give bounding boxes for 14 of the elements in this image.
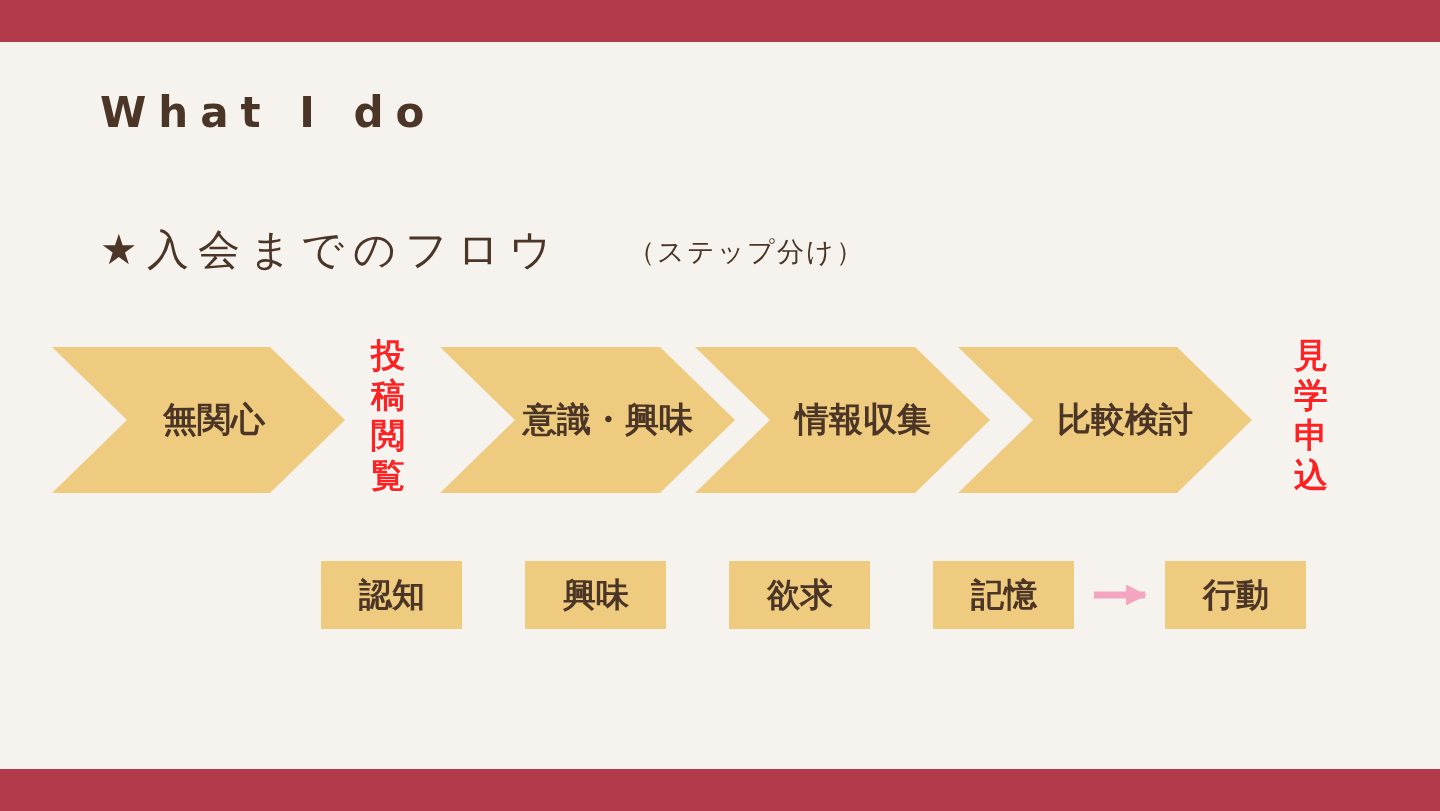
step-note: 見学申込: [1293, 335, 1329, 495]
step-note: 投稿閲覧: [370, 335, 406, 495]
heading: ★入会までのフロウ: [100, 224, 561, 276]
stage-box: 欲求: [729, 561, 870, 629]
stage-box: 認知: [321, 561, 462, 629]
stage-box: 興味: [525, 561, 666, 629]
subheading: （ステップ分け）: [628, 235, 865, 269]
chevron-step: 情報収集: [695, 347, 990, 493]
stage-box: 行動: [1165, 561, 1306, 629]
chevron-step: 意識・興味: [440, 347, 735, 493]
stage-box: 記憶: [933, 561, 1074, 629]
chevron-step: 無関心: [52, 347, 345, 493]
title: What I do: [100, 88, 437, 137]
chevron-step: 比較検討: [958, 347, 1252, 493]
